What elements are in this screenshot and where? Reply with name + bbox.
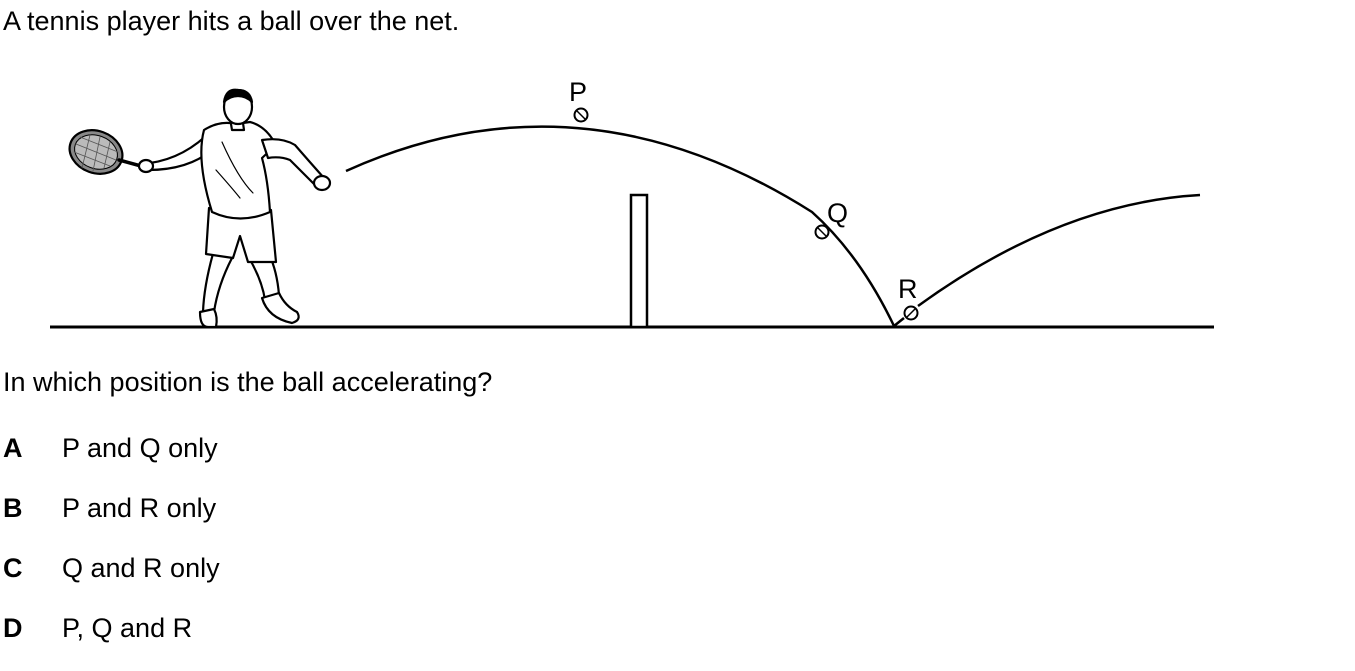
question-prompt: In which position is the ball accelerati…	[3, 367, 493, 397]
option-letter: A	[3, 433, 23, 463]
label-p: P	[569, 77, 587, 107]
ball-trajectory-arc-1	[345, 125, 896, 327]
option-c[interactable]: C Q and R only	[3, 551, 220, 611]
question-stem: A tennis player hits a ball over the net…	[3, 6, 460, 36]
tennis-player-illustration	[68, 88, 332, 329]
option-text: Q and R only	[62, 553, 220, 583]
option-b[interactable]: B P and R only	[3, 491, 220, 551]
answer-options: A P and Q only B P and R only C Q and R …	[3, 431, 220, 671]
option-text: P and Q only	[62, 433, 218, 463]
ball-position-r	[903, 305, 919, 321]
ball-position-q	[814, 224, 830, 240]
label-q: Q	[827, 198, 848, 228]
option-text: P, Q and R	[62, 613, 193, 643]
label-r: R	[898, 274, 918, 304]
ball-position-p	[573, 107, 589, 123]
ball-trajectory-arc-2	[893, 193, 1201, 327]
option-text: P and R only	[62, 493, 217, 523]
option-letter: C	[3, 553, 23, 583]
racket-icon	[68, 129, 143, 175]
tennis-trajectory-diagram: P Q R	[50, 77, 1214, 329]
net-post	[629, 193, 649, 329]
option-letter: B	[3, 493, 23, 523]
option-letter: D	[3, 613, 23, 643]
option-d[interactable]: D P, Q and R	[3, 611, 220, 671]
option-a[interactable]: A P and Q only	[3, 431, 220, 491]
